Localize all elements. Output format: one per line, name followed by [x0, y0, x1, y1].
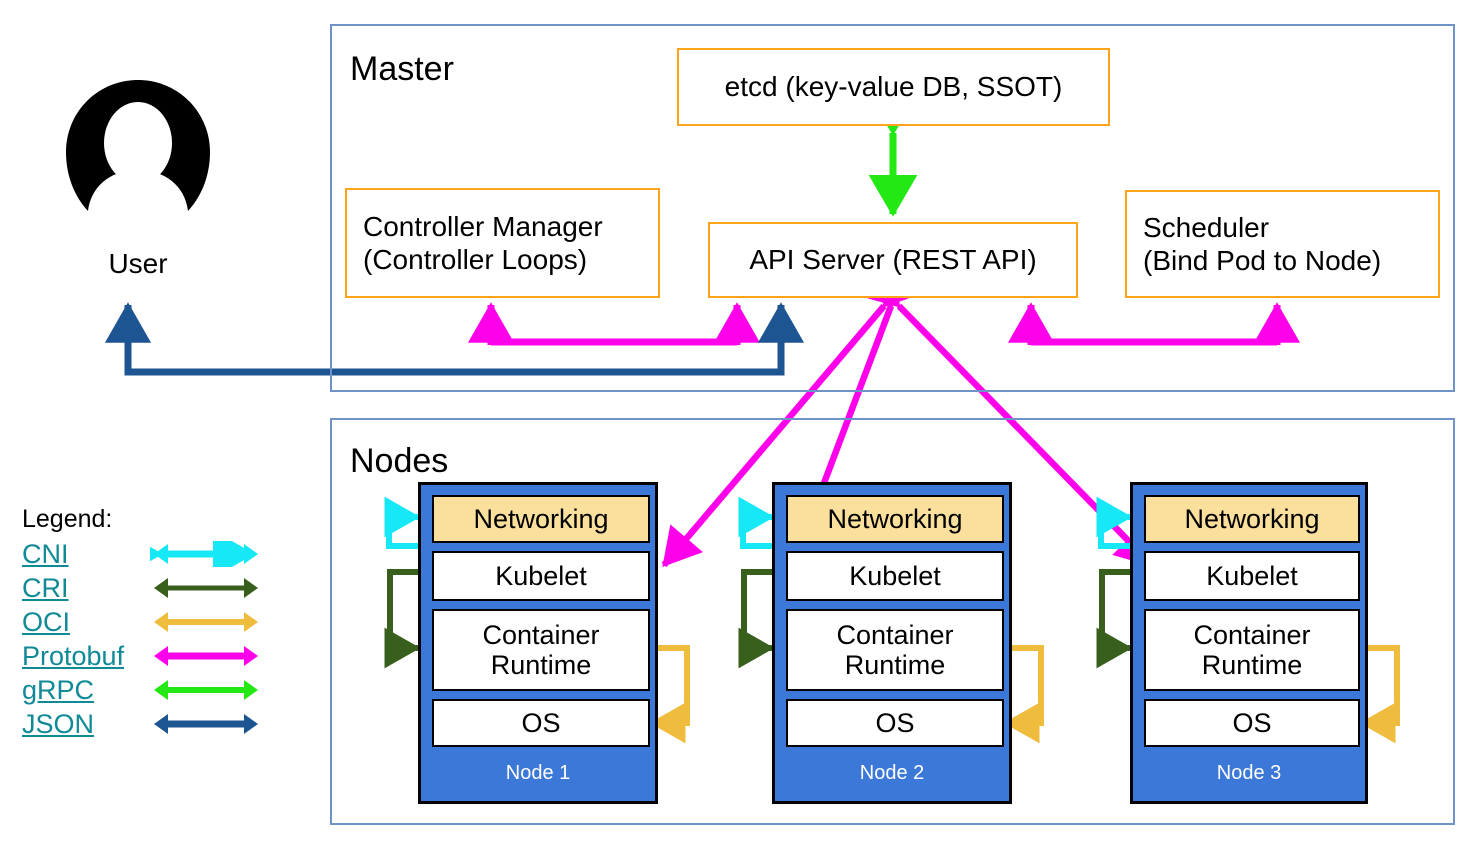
node-3-kubelet-label: Kubelet [1206, 560, 1298, 591]
node-2-container-runtime[interactable]: Container Runtime [786, 609, 1004, 691]
node-2-networking-label: Networking [827, 503, 963, 534]
node-1-networking-label: Networking [473, 503, 609, 534]
legend-swatch-json [154, 714, 258, 734]
node-1-kubelet-label: Kubelet [495, 560, 587, 591]
master-title: Master [350, 50, 454, 88]
node-3-container-runtime-label: Container Runtime [1193, 619, 1311, 680]
scheduler-label: Scheduler (Bind Pod to Node) [1143, 211, 1382, 276]
node-3-networking-label: Networking [1184, 503, 1320, 534]
legend-row-json: JSON [22, 707, 272, 741]
master-group [330, 24, 1455, 392]
etcd-label: etcd (key-value DB, SSOT) [724, 71, 1063, 103]
legend-row-grpc: gRPC [22, 673, 272, 707]
user-avatar-icon [66, 80, 210, 211]
legend-swatch-grpc [154, 680, 258, 700]
legend-label-json[interactable]: JSON [22, 709, 95, 739]
legend-swatch-cri [154, 578, 258, 598]
node-2-kubelet-label: Kubelet [849, 560, 941, 591]
node-1-networking[interactable]: Networking [432, 495, 650, 543]
user-label: User [108, 248, 168, 279]
node-2-networking[interactable]: Networking [786, 495, 1004, 543]
legend-label-oci[interactable]: OCI [22, 607, 71, 637]
node-2-name: Node 2 [859, 762, 925, 784]
node-3-name: Node 3 [1216, 762, 1282, 784]
legend-title: Legend: [22, 505, 113, 533]
legend-row-protobuf: Protobuf [22, 639, 272, 673]
node-1[interactable]: Networking Kubelet Container Runtime OS … [418, 482, 658, 804]
legend-swatch-oci [154, 612, 258, 632]
node-3[interactable]: Networking Kubelet Container Runtime OS … [1130, 482, 1368, 804]
node-2-os[interactable]: OS [786, 699, 1004, 747]
api-server-box[interactable]: API Server (REST API) [708, 222, 1078, 298]
node-1-name: Node 1 [505, 762, 571, 784]
legend-row-oci: OCI [22, 605, 272, 639]
node-2[interactable]: Networking Kubelet Container Runtime OS … [772, 482, 1012, 804]
legend-label-grpc[interactable]: gRPC [22, 675, 95, 705]
node-3-os-label: OS [1232, 707, 1272, 738]
api-server-label: API Server (REST API) [749, 244, 1037, 276]
node-3-os[interactable]: OS [1144, 699, 1360, 747]
legend-label-cni[interactable]: CNI [22, 539, 69, 569]
node-1-container-runtime-label: Container Runtime [482, 619, 600, 680]
legend-row-cri: CRI [22, 571, 272, 605]
node-3-kubelet[interactable]: Kubelet [1144, 551, 1360, 601]
legend-label-cri[interactable]: CRI [22, 573, 69, 603]
legend-swatch-cni [150, 541, 258, 567]
node-2-os-label: OS [875, 707, 915, 738]
scheduler-box[interactable]: Scheduler (Bind Pod to Node) [1125, 190, 1440, 298]
node-3-container-runtime[interactable]: Container Runtime [1144, 609, 1360, 691]
controller-manager-label: Controller Manager (Controller Loops) [363, 210, 603, 275]
etcd-box[interactable]: etcd (key-value DB, SSOT) [677, 48, 1110, 126]
controller-manager-box[interactable]: Controller Manager (Controller Loops) [345, 188, 660, 298]
node-1-kubelet[interactable]: Kubelet [432, 551, 650, 601]
node-3-networking[interactable]: Networking [1144, 495, 1360, 543]
legend: Legend: CNI CRI OCI Protobuf [22, 505, 272, 741]
nodes-group [330, 418, 1455, 825]
legend-swatch-protobuf [154, 646, 258, 666]
node-1-container-runtime[interactable]: Container Runtime [432, 609, 650, 691]
node-1-os-label: OS [521, 707, 561, 738]
node-1-os[interactable]: OS [432, 699, 650, 747]
node-2-kubelet[interactable]: Kubelet [786, 551, 1004, 601]
node-2-container-runtime-label: Container Runtime [836, 619, 954, 680]
legend-row-cni: CNI [22, 537, 272, 571]
nodes-title: Nodes [350, 442, 449, 480]
legend-label-protobuf[interactable]: Protobuf [22, 641, 125, 671]
